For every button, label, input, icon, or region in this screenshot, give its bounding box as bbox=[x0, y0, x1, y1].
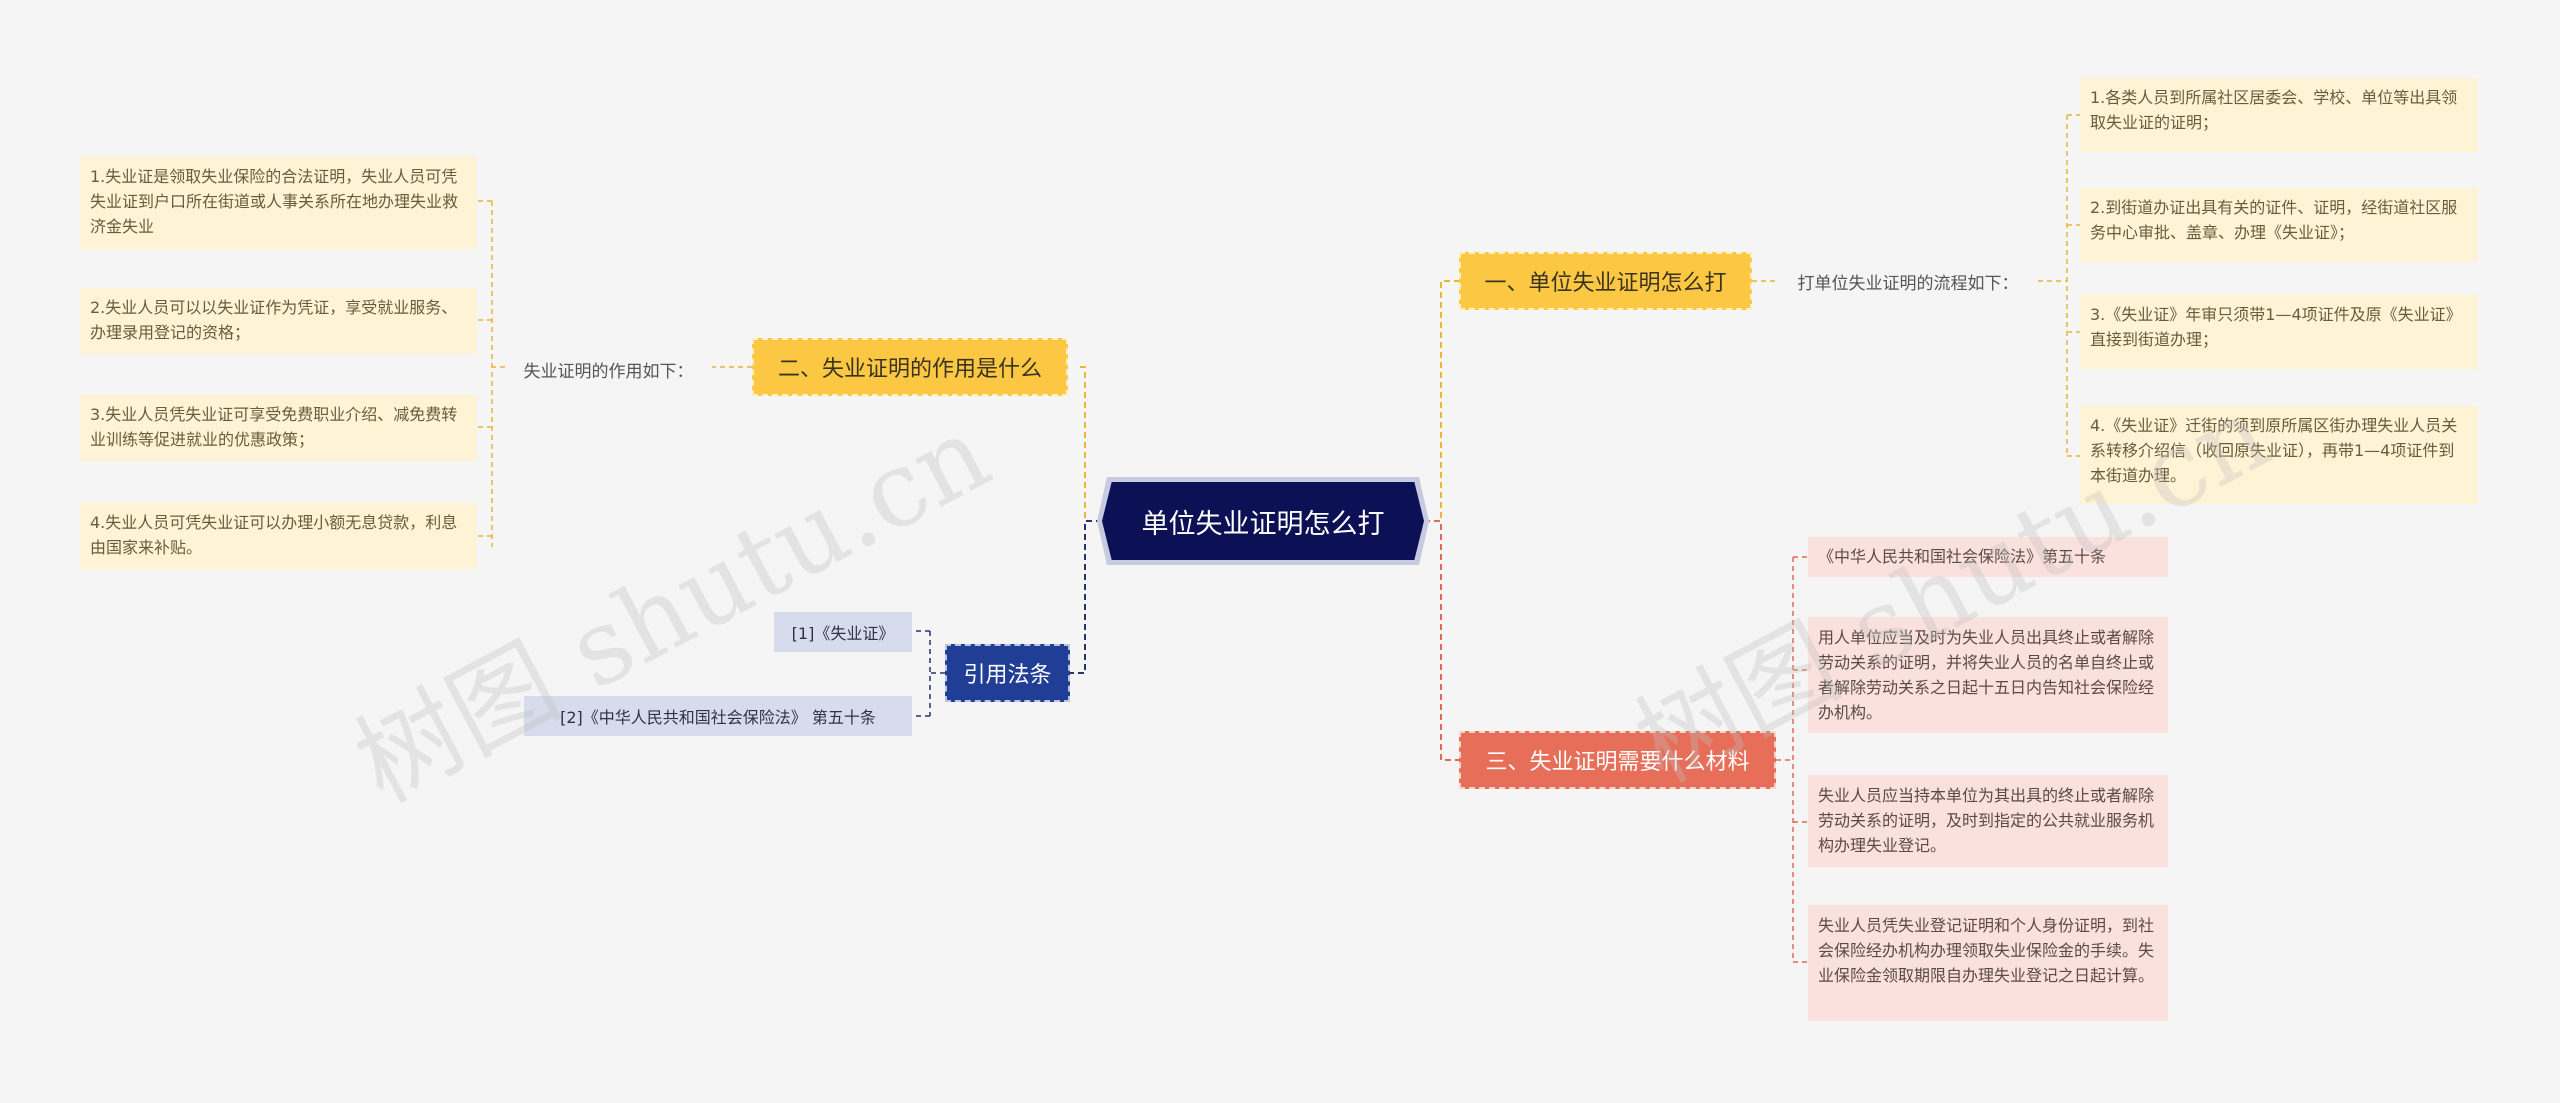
branch-cited-laws[interactable]: 引用法条 bbox=[945, 644, 1070, 702]
branch-how-to-issue[interactable]: 一、单位失业证明怎么打 bbox=[1459, 252, 1752, 310]
materials-law-title: 《中华人民共和国社会保险法》第五十条 bbox=[1808, 537, 2168, 577]
issue-step-3: 3.《失业证》年审只须带1—4项证件及原《失业证》直接到街道办理； bbox=[2080, 295, 2478, 369]
purpose-intro: 失业证明的作用如下： bbox=[523, 361, 694, 382]
materials-registration: 失业人员应当持本单位为其出具的终止或者解除劳动关系的证明，及时到指定的公共就业服… bbox=[1808, 775, 2168, 867]
branch-required-materials[interactable]: 三、失业证明需要什么材料 bbox=[1459, 731, 1776, 789]
materials-benefit-claim: 失业人员凭失业登记证明和个人身份证明，到社会保险经办机构办理领取失业保险金的手续… bbox=[1808, 905, 2168, 1021]
branch-certificate-purpose[interactable]: 二、失业证明的作用是什么 bbox=[752, 338, 1068, 396]
citation-2[interactable]: [2]《中华人民共和国社会保险法》 第五十条 bbox=[524, 696, 912, 736]
center-node[interactable]: 单位失业证明怎么打 bbox=[1102, 482, 1424, 560]
issue-step-4: 4.《失业证》迁街的须到原所属区街办理失业人员关系转移介绍信（收回原失业证），再… bbox=[2080, 406, 2478, 504]
issue-step-1: 1.各类人员到所属社区居委会、学校、单位等出具领取失业证的证明； bbox=[2080, 78, 2478, 152]
purpose-item-2: 2.失业人员可以以失业证作为凭证，享受就业服务、办理录用登记的资格； bbox=[80, 288, 477, 354]
citation-1[interactable]: [1]《失业证》 bbox=[774, 612, 912, 652]
materials-employer-duty: 用人单位应当及时为失业人员出具终止或者解除劳动关系的证明，并将失业人员的名单自终… bbox=[1808, 617, 2168, 733]
purpose-item-4: 4.失业人员可凭失业证可以办理小额无息贷款，利息由国家来补贴。 bbox=[80, 503, 477, 569]
issue-process-intro: 打单位失业证明的流程如下： bbox=[1797, 273, 2019, 294]
purpose-item-3: 3.失业人员凭失业证可享受免费职业介绍、减免费转业训练等促进就业的优惠政策； bbox=[80, 395, 477, 461]
purpose-item-1: 1.失业证是领取失业保险的合法证明，失业人员可凭失业证到户口所在街道或人事关系所… bbox=[80, 157, 477, 249]
issue-step-2: 2.到街道办证出具有关的证件、证明，经街道社区服务中心审批、盖章、办理《失业证》… bbox=[2080, 188, 2478, 262]
